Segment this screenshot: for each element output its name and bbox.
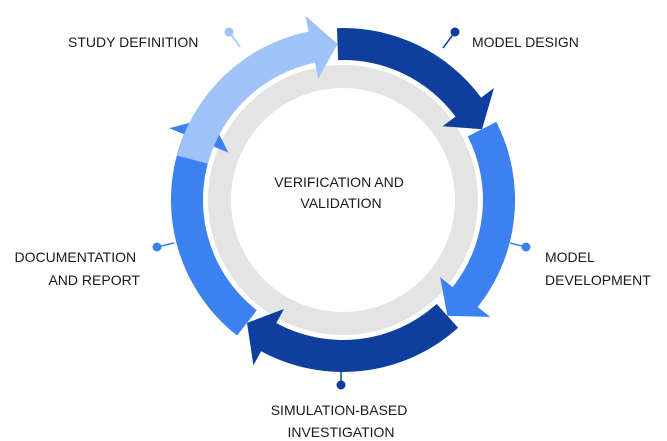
cycle-arrows [169,15,516,372]
label-simulation-line2: INVESTIGATION [287,424,394,440]
label-simulation-line1: SIMULATION-BASED [271,402,408,418]
connector-simulation-based-investigation [336,368,346,390]
arrow-simulation-based-investigation [247,304,459,372]
inner-white-disc [231,88,455,312]
label-model-development-line2: DEVELOPMENT [545,272,651,288]
arrow-model-development [440,121,516,317]
center-label-line1: VERIFICATION AND [274,174,404,190]
connector-model-design [442,27,460,49]
connector-study-definition [224,27,241,48]
label-study-definition: STUDY DEFINITION [68,34,198,50]
label-documentation-and-report: DOCUMENTATION AND REPORT [15,249,141,288]
arrow-model-design [337,27,494,130]
center-label-line2: VALIDATION [300,195,381,211]
label-model-design: MODEL DESIGN [472,34,579,50]
label-model-development-line1: MODEL [545,249,595,265]
arrow-documentation-and-report [169,117,257,336]
label-model-design-line1: MODEL DESIGN [472,34,579,50]
connector-documentation-and-report [152,242,175,252]
connector-model-development [509,242,531,252]
label-study-definition-line1: STUDY DEFINITION [68,34,198,50]
label-model-development: MODEL DEVELOPMENT [545,249,651,288]
label-documentation-line2: AND REPORT [48,272,140,288]
label-documentation-line1: DOCUMENTATION [15,249,137,265]
label-simulation-based-investigation: SIMULATION-BASED INVESTIGATION [271,402,412,440]
center-label: VERIFICATION AND VALIDATION [274,174,408,211]
arrow-study-definition [176,15,338,164]
